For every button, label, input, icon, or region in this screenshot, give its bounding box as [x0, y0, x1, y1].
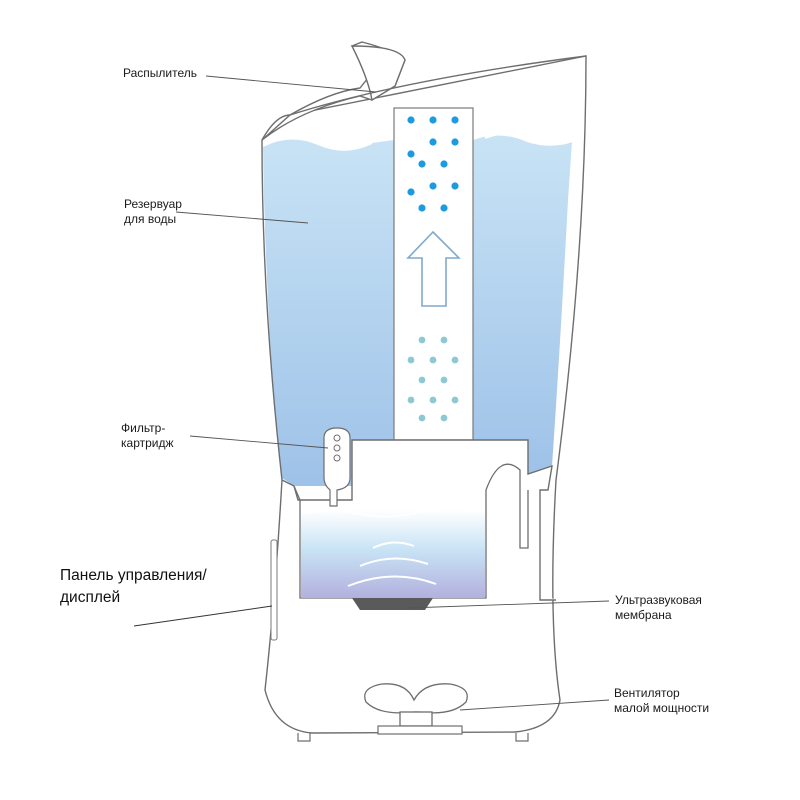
label-fan-line1: Вентилятор	[614, 686, 680, 700]
fan-base	[377, 725, 463, 735]
label-filter: Фильтр- картридж	[121, 421, 174, 451]
mist-dot	[407, 188, 415, 196]
reservoir-wave-right	[484, 132, 573, 146]
label-filter-line1: Фильтр-	[121, 421, 166, 435]
water-dot	[440, 414, 448, 422]
foot-left	[297, 733, 311, 742]
water-dot	[418, 336, 426, 344]
label-panel: Панель управления/ дисплей	[60, 565, 207, 609]
foot-right	[515, 733, 529, 742]
leader-panel	[133, 605, 273, 627]
mist-dot	[429, 116, 437, 124]
label-membrane-line1: Ультразвуковая	[615, 593, 702, 607]
water-dots	[407, 336, 459, 422]
mist-dot	[440, 160, 448, 168]
label-reservoir: Резервуар для воды	[124, 197, 182, 227]
body-outline	[261, 55, 587, 734]
label-reservoir-line1: Резервуар	[124, 197, 182, 211]
ultrasonic-membrane	[352, 598, 433, 610]
reservoir-water-right	[473, 135, 572, 475]
leader-reservoir	[175, 211, 309, 224]
ultrasonic-wave-2	[359, 557, 429, 567]
top-rim	[289, 55, 587, 116]
reservoir-wave-left	[262, 137, 373, 151]
control-panel-slot	[270, 539, 278, 641]
water-dot	[429, 356, 437, 364]
mist-dot	[418, 160, 426, 168]
label-membrane: Ультразвуковая мембрана	[615, 593, 702, 623]
up-arrow	[406, 230, 461, 307]
water-dot	[418, 414, 426, 422]
mist-dot	[451, 182, 459, 190]
leader-sprayer	[205, 75, 377, 93]
water-dot	[407, 396, 415, 404]
label-sprayer: Распылитель	[123, 66, 197, 81]
label-panel-line2: дисплей	[60, 589, 121, 606]
mist-dot	[407, 116, 415, 124]
filter-hole	[333, 454, 341, 462]
fan-hub	[399, 711, 433, 727]
leader-filter	[189, 435, 329, 449]
reservoir-water-left	[263, 138, 394, 486]
filter-hole	[333, 434, 341, 442]
label-reservoir-line2: для воды	[124, 212, 177, 226]
mist-dot	[429, 138, 437, 146]
mist-dot	[440, 204, 448, 212]
leader-fan	[459, 699, 610, 711]
label-fan: Вентилятор малой мощности	[614, 686, 709, 716]
mist-dot	[451, 116, 459, 124]
bowl-wave	[300, 507, 486, 518]
water-dot	[407, 356, 415, 364]
mist-dot	[429, 182, 437, 190]
label-sprayer-text: Распылитель	[123, 66, 197, 80]
ultrasonic-wave-3	[347, 575, 437, 587]
mist-dot	[451, 138, 459, 146]
water-dot	[440, 336, 448, 344]
filter-hole	[333, 444, 341, 452]
filter-cartridge	[323, 427, 351, 507]
sprayer-nozzle	[350, 45, 406, 102]
leader-membrane	[407, 600, 610, 609]
mist-dot	[407, 150, 415, 158]
water-dot	[440, 376, 448, 384]
label-membrane-line2: мембрана	[615, 608, 672, 622]
water-dot	[418, 376, 426, 384]
mist-dot	[418, 204, 426, 212]
ultrasonic-bowl-water	[301, 510, 485, 598]
ultrasonic-wave-1	[372, 541, 415, 549]
water-dot	[451, 396, 459, 404]
label-fan-line2: малой мощности	[614, 701, 710, 715]
mist-dots	[407, 116, 459, 212]
water-dot	[429, 396, 437, 404]
label-panel-line1: Панель управления/	[60, 567, 207, 584]
label-filter-line2: картридж	[121, 436, 174, 450]
water-dot	[451, 356, 459, 364]
fan-blades	[364, 683, 468, 714]
